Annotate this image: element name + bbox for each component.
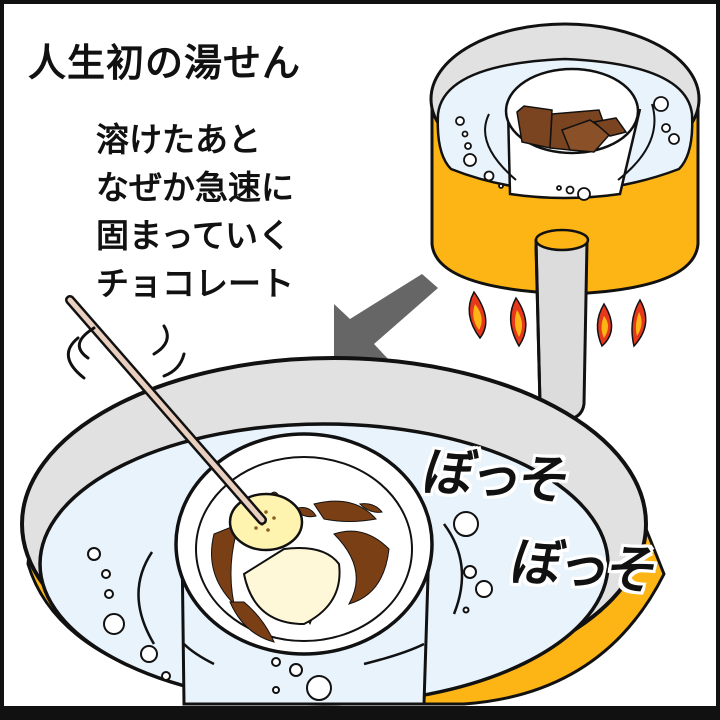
caption-line: チョコレート [96, 264, 294, 303]
chocolate-chunks [516, 105, 628, 153]
illustration [20, 22, 701, 706]
sound-effect: ぼっそ [417, 442, 573, 512]
burner-flames [468, 290, 647, 348]
sound-effect: ぼっそ [505, 532, 661, 602]
motion-lines [67, 324, 186, 380]
panel-title: 人生初の湯せん [28, 41, 302, 85]
arrow-down-left-icon [334, 274, 438, 360]
caption-line: 溶けたあと [96, 120, 261, 159]
caption-line: なぜか急速に [96, 168, 294, 207]
caption-text: 溶けたあと なぜか急速に 固まっていく チョコレート [96, 116, 294, 308]
caption-line: 固まっていく [96, 216, 292, 255]
small-saucepan [429, 22, 701, 422]
large-pot [20, 295, 666, 706]
